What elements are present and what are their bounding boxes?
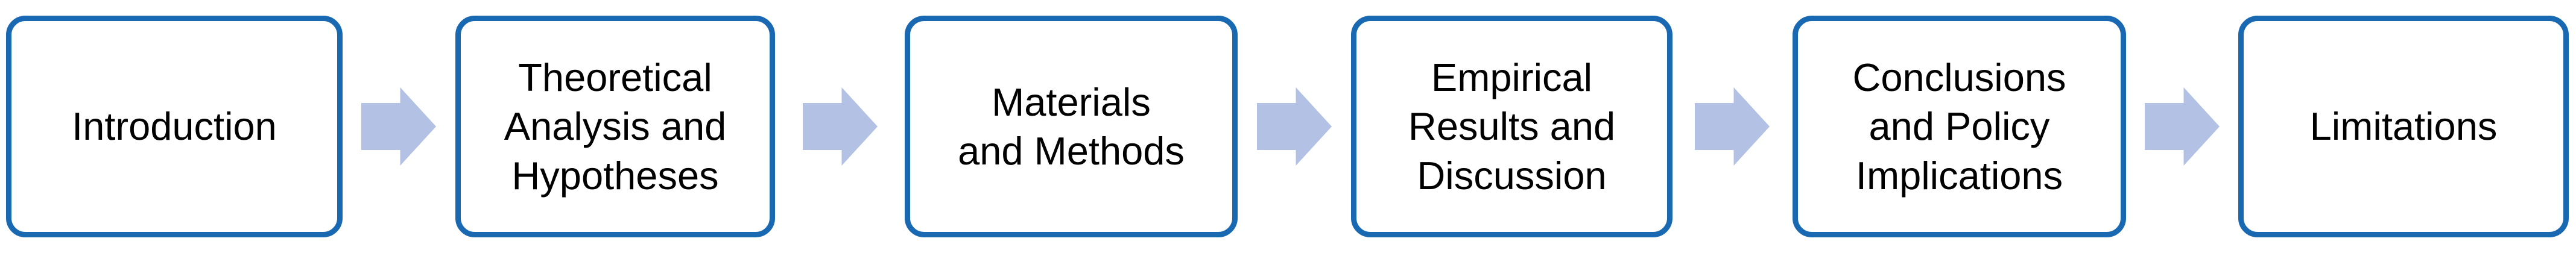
right-block-arrow-icon-1 [361, 87, 436, 166]
step-box-empirical-results: Empirical Results and Discussion [1351, 16, 1673, 237]
step-label-limitations: Limitations [2309, 104, 2498, 149]
step-label-theoretical-analysis: Theoretical Analysis and Hypotheses [504, 55, 727, 198]
step-box-conclusions-policy: Conclusions and Policy Implications [1793, 16, 2126, 237]
step-label-empirical-results: Empirical Results and Discussion [1408, 55, 1616, 198]
step-label-conclusions-policy: Conclusions and Policy Implications [1852, 55, 2066, 198]
step-box-introduction: Introduction [6, 16, 343, 237]
step-box-theoretical-analysis: Theoretical Analysis and Hypotheses [455, 16, 775, 237]
step-label-introduction: Introduction [72, 104, 277, 149]
step-box-materials-methods: Materials and Methods [905, 16, 1238, 237]
step-label-materials-methods: Materials and Methods [958, 80, 1185, 173]
right-block-arrow-icon-3 [1257, 87, 1332, 166]
right-block-arrow-icon-5 [2145, 87, 2220, 166]
right-block-arrow-icon-4 [1695, 87, 1770, 166]
right-block-arrow-icon-2 [803, 87, 878, 166]
step-box-limitations: Limitations [2238, 16, 2569, 237]
